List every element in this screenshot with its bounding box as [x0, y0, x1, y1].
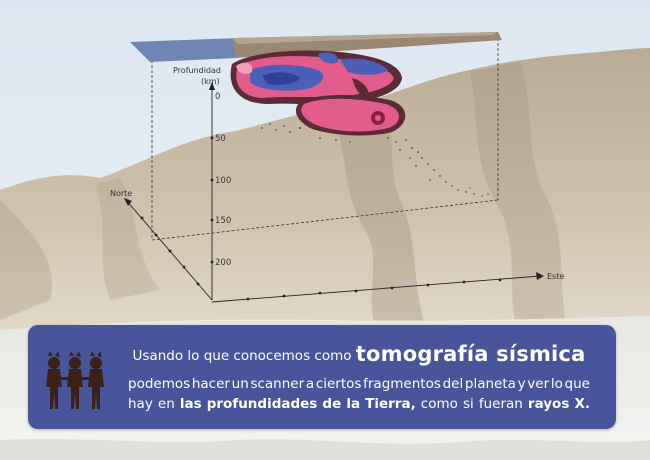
north-label: Norte — [110, 189, 132, 198]
caption-line-1: Usando lo que conocemos como tomografía … — [124, 341, 594, 369]
depth-tick-150: 150 — [215, 216, 231, 226]
caption-word: planeta — [464, 376, 516, 392]
caption-bold-word: rayos — [527, 396, 570, 412]
caption-word: fueran — [478, 396, 523, 412]
caption-word: si — [462, 396, 474, 412]
depth-tick-50: 50 — [215, 134, 226, 144]
tomography-anomalies — [230, 50, 406, 136]
depth-axis — [209, 82, 215, 300]
depth-tick-100: 100 — [215, 176, 231, 186]
caption-line-2: podemos hacer un scanner a ciertos fragm… — [128, 374, 590, 394]
caption-highlight: tomografía sísmica — [355, 342, 586, 366]
salt-flat-texture — [0, 439, 650, 460]
people-holding-hands-icon — [46, 351, 104, 409]
depth-tick-200: 200 — [215, 258, 231, 268]
mountain-shadow — [470, 62, 570, 340]
caption-word: hacer — [191, 376, 230, 392]
caption-bold-word: X. — [574, 396, 590, 412]
mountain-range — [0, 48, 650, 350]
caption-word: fragmentos — [363, 376, 441, 392]
caption-word: scanner — [250, 376, 305, 392]
caption-word: un — [231, 376, 249, 392]
north-axis — [124, 198, 213, 301]
east-axis — [211, 272, 544, 303]
caption-word: a — [305, 376, 315, 392]
caption-bold-word: Tierra, — [365, 396, 416, 412]
caption-bold-word: profundidades — [206, 396, 318, 412]
caption-intro: Usando lo que conocemos como — [132, 348, 352, 364]
mountain-shadow — [95, 178, 160, 300]
caption-word: podemos — [128, 376, 191, 392]
caption-word: lo — [550, 376, 563, 392]
caption-word: y — [517, 376, 526, 392]
east-label: Este — [547, 272, 564, 281]
depth-tick-0: 0 — [215, 92, 220, 102]
mountain-shadow — [0, 200, 52, 320]
seismic-events — [261, 123, 489, 197]
caption-bold-word: de — [322, 396, 342, 412]
caption-line-3: hay en las profundidades de la Tierra, c… — [128, 394, 590, 414]
caption-word: ver — [527, 376, 550, 392]
caption-bold-word: las — [179, 396, 202, 412]
caption-word: del — [442, 376, 464, 392]
caption-word: ciertos — [315, 376, 362, 392]
caption-word: como — [420, 396, 458, 412]
caption-word: en — [157, 396, 175, 412]
mountain-shadow — [330, 100, 430, 340]
info-box: Usando lo que conocemos como tomografía … — [28, 325, 616, 429]
caption-bold-word: la — [346, 396, 361, 412]
depth-axis-unit: (km) — [201, 77, 220, 86]
caption-word: que — [564, 376, 590, 392]
caption-word: hay — [128, 396, 153, 412]
depth-axis-label: Profundidad — [173, 66, 221, 75]
